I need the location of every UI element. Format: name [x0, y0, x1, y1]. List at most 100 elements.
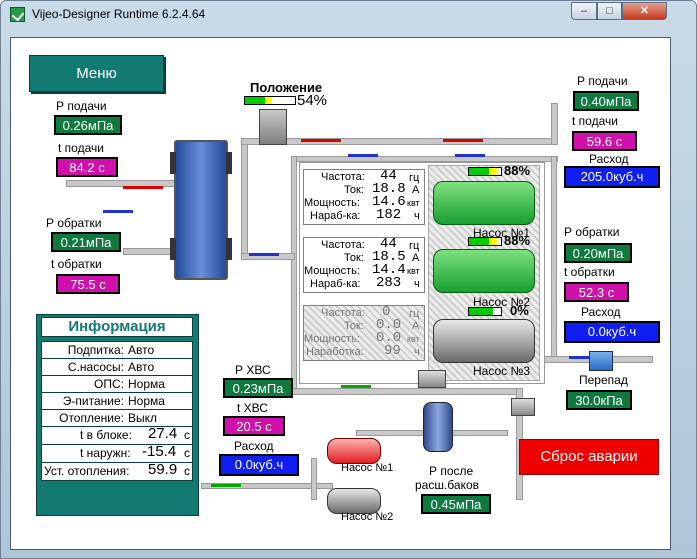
- pump3-load-bar: [468, 307, 502, 316]
- info-value: Авто: [128, 360, 155, 374]
- left-t-return-value: 75.5 с: [56, 274, 120, 294]
- title-bar[interactable]: Vijeo-Designer Runtime 6.2.4.64 – □ ✕: [1, 1, 696, 29]
- position-label: Положение: [250, 80, 323, 95]
- pump1-freq-unit: гц: [409, 172, 420, 184]
- pump2-run-unit: ч: [414, 278, 420, 290]
- pump1-params: Частота: 44 гц Ток: 18.8 А Мощность: 14.…: [303, 168, 425, 225]
- info-unit: с: [184, 464, 190, 478]
- marker-red: [443, 139, 483, 142]
- makeup-pump2-icon[interactable]: [327, 488, 381, 514]
- pump3-cur-value: 0.0: [376, 317, 402, 333]
- pump2-params: Частота: 44 гц Ток: 18.5 А Мощность: 14.…: [303, 236, 425, 293]
- app-icon: [10, 7, 25, 22]
- info-row: С.насосы: Авто: [41, 358, 193, 376]
- makeup-pump1-icon[interactable]: [327, 438, 381, 464]
- info-key: t наружн:: [80, 446, 131, 460]
- info-key: t в блоке:: [80, 428, 132, 442]
- marker-blue: [455, 154, 485, 157]
- pump3-run-label: Наработка:: [306, 346, 364, 358]
- pump1-cur-value: 18.8: [372, 181, 406, 197]
- flowmeter-icon: [589, 351, 613, 371]
- pump1-freq-label: Частота:: [321, 171, 365, 183]
- pump2-load-bar: [468, 237, 502, 246]
- close-button[interactable]: ✕: [622, 2, 667, 20]
- pump3-name: Насос №3: [473, 364, 531, 378]
- menu-button[interactable]: Меню: [29, 55, 164, 92]
- pump2-freq-unit: гц: [409, 240, 420, 252]
- info-value: 27.4: [148, 425, 178, 442]
- pump3-params: Частота: 0 гц Ток: 0.0 А Мощность: 0.0 к…: [303, 304, 425, 361]
- pump1-run-unit: ч: [414, 210, 420, 222]
- right-p-return-value: 0.20мПа: [564, 243, 632, 263]
- right-flow-value: 205.0куб.ч: [564, 166, 660, 188]
- right-p-supply-value: 0.40мПа: [573, 91, 639, 111]
- hvs-flow-value: 0.0куб.ч: [219, 454, 299, 476]
- pump3-load-value: 0%: [510, 303, 529, 318]
- marker-blue: [103, 210, 133, 213]
- left-p-return-label: Р обратки: [46, 216, 102, 230]
- valve-icon[interactable]: [511, 398, 535, 416]
- right-t-return-value: 52.3 с: [564, 282, 629, 302]
- marker-red: [301, 139, 341, 142]
- valve-icon[interactable]: [418, 370, 446, 388]
- pump1-freq-value: 44: [380, 168, 397, 184]
- pump2-run-label: Нараб-ка:: [310, 278, 361, 290]
- right-t-supply-label: t подачи: [572, 114, 618, 128]
- pump2-name: Насос №2: [473, 295, 531, 309]
- control-valve-icon[interactable]: [259, 109, 287, 145]
- info-key: Уст. отопления:: [44, 464, 130, 478]
- pump2-icon[interactable]: [433, 249, 535, 293]
- pump2-pow-label: Мощность:: [304, 265, 360, 277]
- info-value: Норма: [128, 394, 165, 408]
- minimize-button[interactable]: –: [571, 2, 597, 20]
- pump3-run-unit: ч: [414, 346, 420, 358]
- info-key: С.насосы:: [67, 360, 124, 374]
- info-panel: Информация Подпитка: Авто С.насосы: Авто О…: [36, 314, 199, 516]
- hvs-t-label: t ХВС: [237, 401, 268, 415]
- right-p-return-label: Р обратки: [564, 225, 620, 239]
- after-tanks-label2: расш.баков: [415, 478, 480, 492]
- pump1-load-bar: [468, 167, 502, 176]
- left-t-supply-value: 84.2 с: [56, 157, 118, 177]
- pipe-bottom-header: [291, 388, 523, 395]
- pump2-cur-label: Ток:: [344, 252, 364, 264]
- pump3-run-value: 99: [384, 343, 401, 359]
- pipe-right-up: [551, 103, 558, 145]
- pump3-pow-value: 0.0: [376, 330, 402, 346]
- pump2-pow-unit: квт: [407, 266, 420, 276]
- pump-station-frame: Частота: 44 гц Ток: 18.8 А Мощность: 14.…: [299, 162, 545, 384]
- pump3-pow-label: Мощность:: [304, 333, 360, 345]
- info-key: Э-питание:: [62, 394, 124, 408]
- marker-blue: [348, 154, 378, 157]
- pump2-cur-unit: А: [412, 252, 420, 264]
- pump3-pow-unit: квт: [407, 334, 420, 344]
- pump3-icon[interactable]: [433, 319, 535, 363]
- info-unit: с: [184, 446, 190, 460]
- info-title: Информация: [41, 317, 193, 337]
- marker-blue: [249, 253, 279, 256]
- pipe-supply-top: [241, 138, 553, 145]
- pump1-cur-label: Ток:: [344, 184, 364, 196]
- position-value: 54%: [297, 92, 328, 109]
- pump1-icon[interactable]: [433, 181, 535, 225]
- info-key: Подпитка:: [67, 343, 124, 357]
- left-p-return-value: 0.21мПа: [51, 232, 121, 252]
- pump2-freq-value: 44: [380, 236, 397, 252]
- info-unit: с: [184, 428, 190, 442]
- info-value: 59.9: [148, 461, 178, 478]
- right-t-supply-value: 59.6 с: [572, 131, 637, 151]
- info-row: Уст. отопления: 59.9 с: [41, 462, 193, 481]
- hmi-screen: Положение 54% Меню Р подачи 0.26мПа t по…: [10, 37, 671, 550]
- pump3-freq-value: 0: [382, 304, 391, 320]
- reset-alarm-button[interactable]: Сброс аварии: [519, 439, 659, 475]
- info-value: -15.4: [142, 443, 177, 460]
- pump2-pow-value: 14.4: [372, 262, 406, 278]
- info-key: ОПС:: [94, 377, 124, 391]
- pipe-hvs: [201, 483, 333, 489]
- right-flow2-value: 0.0куб.ч: [564, 321, 660, 343]
- info-key: Отопление:: [59, 411, 124, 425]
- maximize-button[interactable]: □: [597, 2, 622, 20]
- marker-blue: [569, 356, 599, 359]
- hvs-p-label: Р ХВС: [235, 363, 271, 377]
- pump3-freq-label: Частота:: [321, 307, 365, 319]
